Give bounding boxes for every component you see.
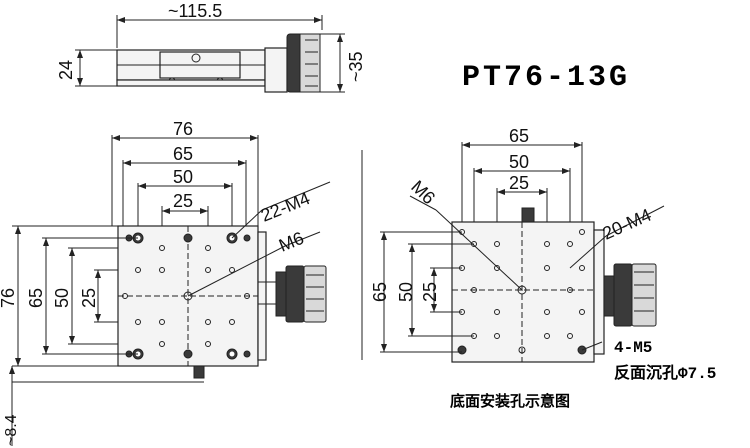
bottom-left-65: 65 [370,282,390,302]
side-height-label: 24 [56,60,76,80]
top-dim-50: 50 [173,167,193,187]
bottom-left-50: 50 [396,282,416,302]
left-dim-76: 76 [0,288,18,308]
note-counterbore: 反面沉孔Φ7.5 [614,363,716,383]
left-dim-25: 25 [79,288,99,308]
top-callout-22-m4: 22-M4 [258,188,313,226]
side-width-label: ~115.5 [168,1,222,21]
bottom-callout-m6: M6 [407,176,439,208]
bottom-view: 65 50 25 [361,126,716,410]
model-title: PT76-13G [462,61,630,95]
bottom-dim-8-4: ~8.4 [3,414,20,446]
left-dim-50: 50 [52,288,72,308]
bottom-dim-65: 65 [509,126,529,146]
left-dim-65: 65 [26,288,46,308]
top-dim-25: 25 [173,191,193,211]
top-dim-65: 65 [173,144,193,164]
note-4-m5: 4-M5 [614,339,652,357]
bottom-dim-50: 50 [509,152,529,172]
top-dim-76: 76 [173,119,193,139]
side-depth-label: ~35 [346,51,366,82]
bottom-view-caption: 底面安装孔示意图 [450,392,570,410]
top-callout-m6: M6 [276,228,307,256]
side-view: ~115.5 24 ~35 [56,1,366,93]
bottom-dim-25: 25 [509,173,529,193]
bottom-callout-20-m4: 20-M4 [599,205,654,244]
top-view-holes [122,232,251,360]
bottom-left-25: 25 [420,282,440,302]
top-view: 76 65 50 25 [0,119,331,446]
